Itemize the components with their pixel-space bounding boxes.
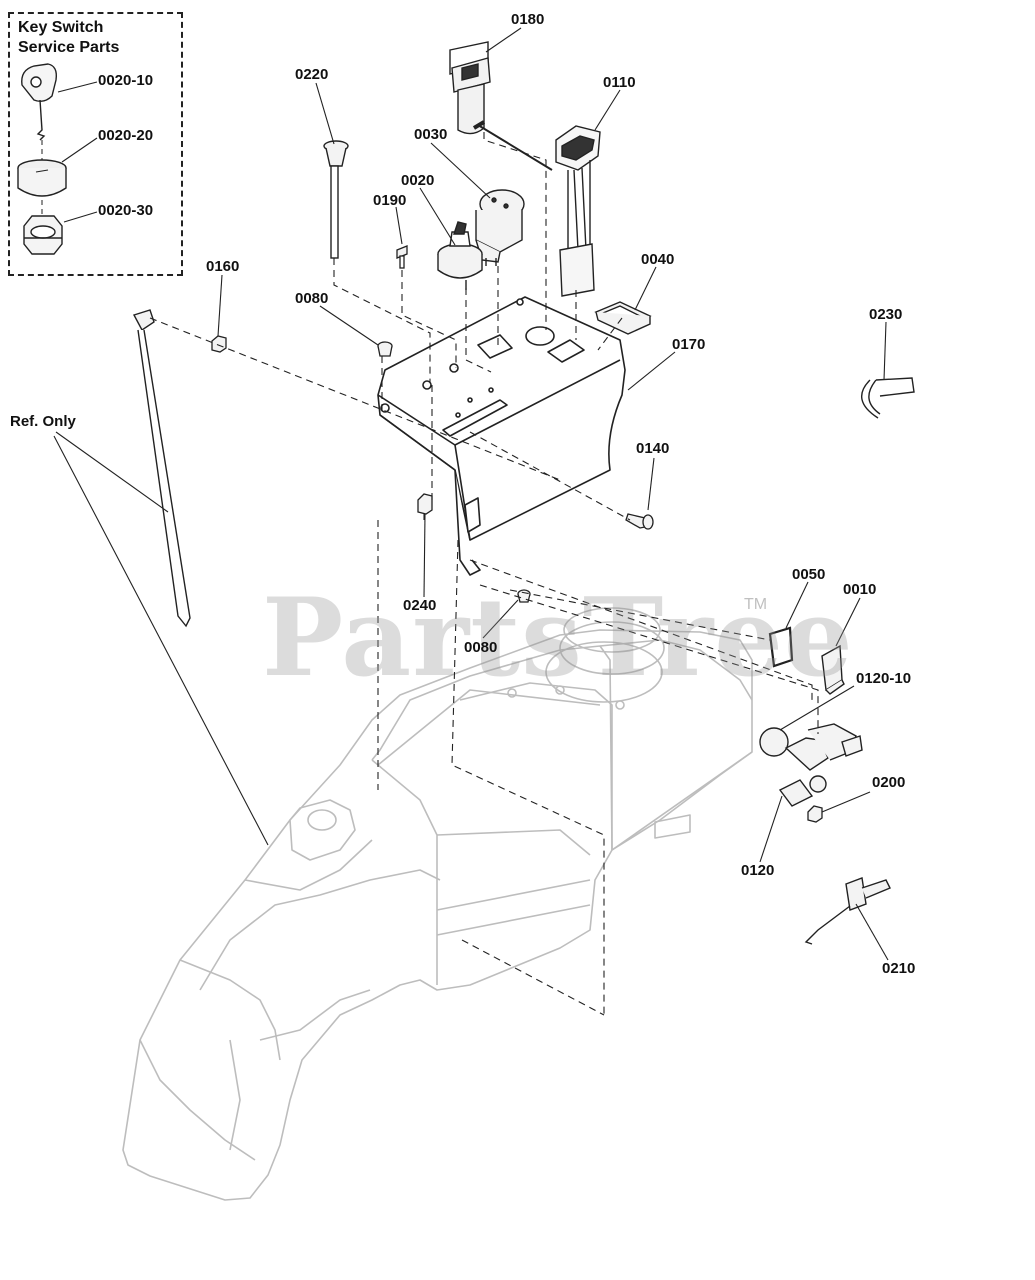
nut-icon [23,215,63,255]
inset-title-line2: Service Parts [18,39,120,56]
label-0220: 0220 [295,66,329,83]
nut-0200-icon [807,805,823,823]
cap-icon [17,159,67,197]
dash-panel [377,296,626,576]
nut-0240-icon [417,493,433,515]
inset-title: Key Switch Service Parts [18,18,119,58]
label-0040: 0040 [641,251,675,268]
clamp-0230-icon [861,377,915,419]
pto-switch-icon [475,189,525,266]
label-0020: 0020 [401,172,435,189]
nut-0080-mid-icon [517,589,531,603]
inset-title-line1: Key Switch [18,19,104,36]
label-0200: 0200 [872,774,906,791]
nut-0160-icon [211,335,227,353]
label-0120-10: 0120-10 [856,670,912,687]
screw-icon [396,245,408,269]
label-0230: 0230 [869,306,903,323]
label-0170: 0170 [672,336,706,353]
cover-0010-icon [821,644,845,695]
console-housing [122,607,753,1201]
assembly-lines [149,132,819,1016]
gasket-0050-icon [768,626,794,668]
label-0210: 0210 [882,960,916,977]
bolt-0140-icon [625,513,654,530]
label-0010: 0010 [843,581,877,598]
label-0030: 0030 [414,126,448,143]
nut-0080-top-icon [377,341,393,357]
label-0160: 0160 [206,258,240,275]
label-0020-30: 0020-30 [98,202,154,219]
bezel-0040-icon [594,301,652,335]
key-switch-inset-box [8,12,183,276]
label-0050: 0050 [792,566,826,583]
watermark-tm: TM [744,596,768,613]
label-0020-20: 0020-20 [98,127,154,144]
ignition-switch-icon [437,221,483,290]
label-0080-mid: 0080 [464,639,498,656]
cable-clip-0210-icon [804,877,891,945]
label-0120: 0120 [741,862,775,879]
label-0140: 0140 [636,440,670,457]
watermark: PartsTree [262,575,854,701]
label-0190: 0190 [373,192,407,209]
label-0180: 0180 [511,11,545,28]
throttle-control-icon [759,723,863,807]
key-icon [21,63,58,141]
usb-port-icon [449,41,553,171]
label-0110: 0110 [603,74,636,91]
label-0240: 0240 [403,597,437,614]
label-0080-top: 0080 [295,290,329,307]
leader-lines [53,27,889,961]
choke-knob-icon [323,140,349,259]
label-0020-10: 0020-10 [98,72,154,89]
hour-meter-icon [555,125,601,297]
cable-tie-icon [132,309,191,628]
label-ref-only: Ref. Only [10,413,76,430]
